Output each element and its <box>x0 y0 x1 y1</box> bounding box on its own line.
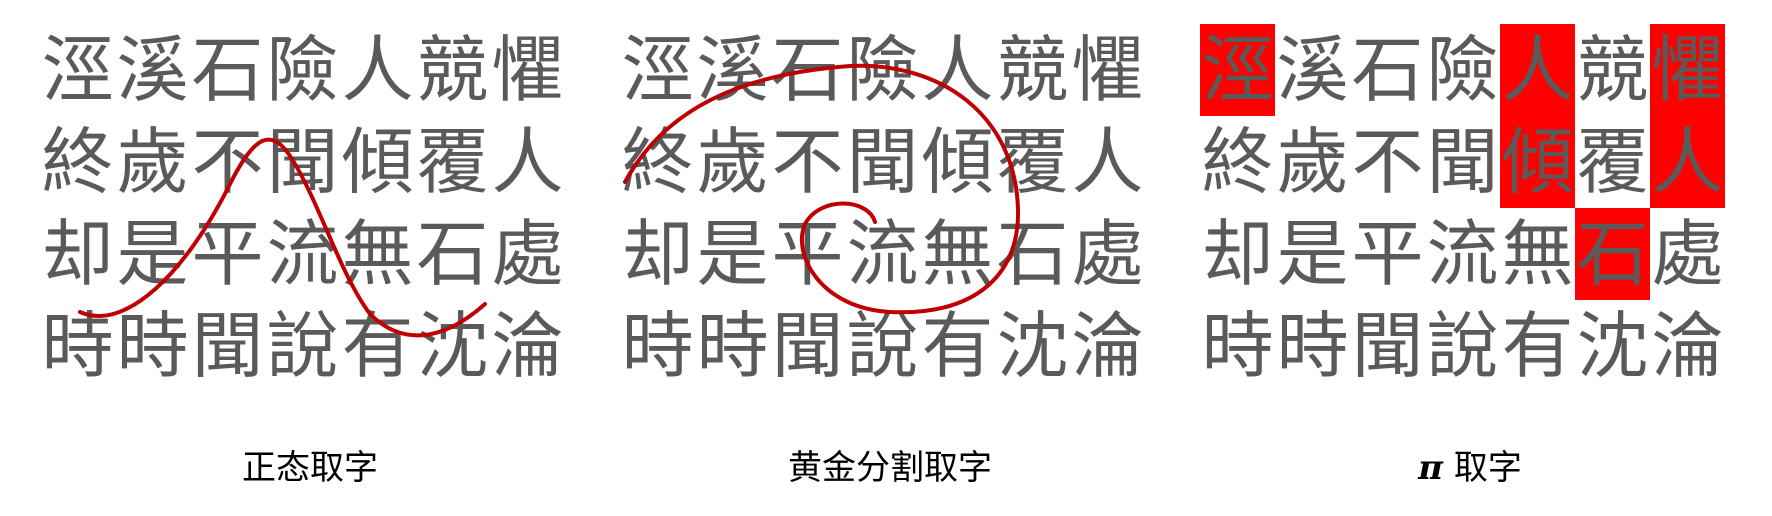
poem-char: 是 <box>696 212 769 296</box>
poem-char: 人 <box>921 28 994 112</box>
poem-char: 時 <box>116 304 189 388</box>
poem-grid: 涇溪石險人競懼終歲不聞傾覆人却是平流無石處時時聞說有沈淪 <box>620 24 1145 392</box>
poem-char: 聞 <box>846 120 919 204</box>
poem-char: 險 <box>846 28 919 112</box>
poem-char: 沈 <box>416 304 489 388</box>
poem-char: 說 <box>846 304 919 388</box>
poem-char: 處 <box>491 212 564 296</box>
poem-char: 平 <box>1351 212 1424 296</box>
poem-char: 說 <box>266 304 339 388</box>
poem-char: 時 <box>621 304 694 388</box>
poem-char: 石 <box>1575 208 1650 300</box>
poem-char: 險 <box>1426 28 1499 112</box>
poem-char: 時 <box>1201 304 1274 388</box>
poem-char: 涇 <box>1200 24 1275 116</box>
caption-pi: π 取字 <box>1200 440 1740 489</box>
poem-char: 不 <box>191 120 264 204</box>
pi-symbol: π <box>1418 448 1444 488</box>
caption-pi-text: 取字 <box>1453 448 1522 488</box>
poem-char: 懼 <box>1071 28 1144 112</box>
poem-char: 石 <box>1351 28 1424 112</box>
poem-char: 懼 <box>1650 24 1725 116</box>
poem-char: 聞 <box>266 120 339 204</box>
poem-grid: 涇溪石險人競懼終歲不聞傾覆人却是平流無石處時時聞說有沈淪 <box>40 24 565 392</box>
poem-char: 平 <box>191 212 264 296</box>
poem-char: 人 <box>491 120 564 204</box>
poem-char: 人 <box>341 28 414 112</box>
poem-char: 覆 <box>1576 120 1649 204</box>
poem-char: 却 <box>1201 212 1274 296</box>
panel-golden-ratio: 涇溪石險人競懼終歲不聞傾覆人却是平流無石處時時聞說有沈淪 <box>620 14 1160 384</box>
poem-char: 終 <box>41 120 114 204</box>
poem-char: 涇 <box>41 28 114 112</box>
poem-char: 沈 <box>1576 304 1649 388</box>
poem-char: 歲 <box>116 120 189 204</box>
panel-normal-distribution: 涇溪石險人競懼終歲不聞傾覆人却是平流無石處時時聞說有沈淪 <box>40 14 580 384</box>
poem-char: 競 <box>416 28 489 112</box>
poem-char: 却 <box>41 212 114 296</box>
poem-char: 沈 <box>996 304 1069 388</box>
poem-char: 時 <box>1276 304 1349 388</box>
poem-char: 却 <box>621 212 694 296</box>
poem-char: 聞 <box>771 304 844 388</box>
poem-char: 覆 <box>996 120 1069 204</box>
poem-char: 時 <box>41 304 114 388</box>
poem-grid: 涇溪石險人競懼終歲不聞傾覆人却是平流無石處時時聞說有沈淪 <box>1200 24 1725 392</box>
poem-char: 歲 <box>1276 120 1349 204</box>
poem-char: 懼 <box>491 28 564 112</box>
poem-char: 人 <box>1071 120 1144 204</box>
poem-char: 處 <box>1071 212 1144 296</box>
poem-char: 石 <box>416 212 489 296</box>
poem-char: 無 <box>921 212 994 296</box>
poem-char: 平 <box>771 212 844 296</box>
poem-char: 時 <box>696 304 769 388</box>
poem-char: 不 <box>771 120 844 204</box>
poem-char: 是 <box>1276 212 1349 296</box>
poem-char: 有 <box>1501 304 1574 388</box>
poem-char: 溪 <box>1276 28 1349 112</box>
poem-char: 淪 <box>1071 304 1144 388</box>
poem-char: 險 <box>266 28 339 112</box>
caption-normal: 正态取字 <box>242 448 378 488</box>
poem-char: 終 <box>1201 120 1274 204</box>
poem-char: 無 <box>1501 212 1574 296</box>
poem-char: 淪 <box>491 304 564 388</box>
poem-char: 競 <box>1576 28 1649 112</box>
poem-char: 傾 <box>1500 116 1575 208</box>
poem-char: 有 <box>341 304 414 388</box>
poem-char: 溪 <box>116 28 189 112</box>
poem-char: 涇 <box>621 28 694 112</box>
panel-pi: 涇溪石險人競懼終歲不聞傾覆人却是平流無石處時時聞說有沈淪 <box>1200 14 1740 384</box>
poem-char: 競 <box>996 28 1069 112</box>
poem-char: 聞 <box>1351 304 1424 388</box>
poem-char: 人 <box>1500 24 1575 116</box>
poem-char: 流 <box>266 212 339 296</box>
poem-char: 不 <box>1351 120 1424 204</box>
poem-char: 歲 <box>696 120 769 204</box>
poem-char: 人 <box>1650 116 1725 208</box>
caption-golden: 黄金分割取字 <box>788 448 992 488</box>
poem-char: 處 <box>1651 212 1724 296</box>
poem-char: 流 <box>846 212 919 296</box>
poem-char: 傾 <box>341 120 414 204</box>
poem-char: 覆 <box>416 120 489 204</box>
poem-char: 石 <box>996 212 1069 296</box>
poem-char: 聞 <box>191 304 264 388</box>
poem-char: 傾 <box>921 120 994 204</box>
poem-char: 溪 <box>696 28 769 112</box>
poem-char: 聞 <box>1426 120 1499 204</box>
poem-char: 無 <box>341 212 414 296</box>
poem-char: 是 <box>116 212 189 296</box>
poem-char: 說 <box>1426 304 1499 388</box>
poem-char: 終 <box>621 120 694 204</box>
poem-char: 淪 <box>1651 304 1724 388</box>
poem-char: 石 <box>771 28 844 112</box>
poem-char: 流 <box>1426 212 1499 296</box>
poem-char: 有 <box>921 304 994 388</box>
poem-char: 石 <box>191 28 264 112</box>
